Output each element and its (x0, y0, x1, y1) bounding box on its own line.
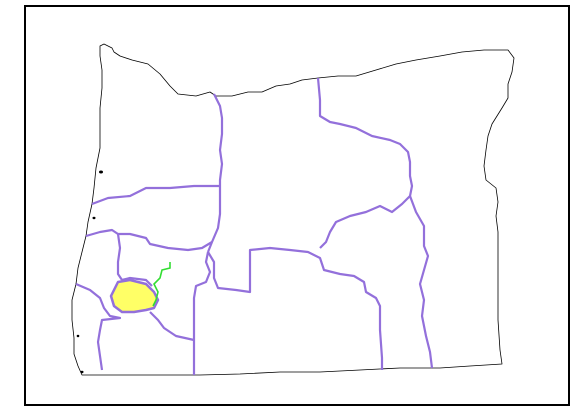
boundary-lane-east (192, 251, 212, 375)
boundary-coast-mid (91, 184, 220, 206)
boundary-central-east (316, 77, 414, 197)
boundary-jackson (149, 311, 195, 342)
boundary-south-mid (207, 246, 384, 370)
map-frame (24, 5, 570, 406)
state-outline (71, 43, 515, 376)
boundary-coast-south (85, 228, 213, 252)
boundary-southwest (75, 282, 122, 371)
coastal-islands (76, 170, 103, 374)
boundary-east-mid (319, 195, 411, 249)
boundary-highlight-top (121, 276, 153, 287)
highlighted-boundary (152, 262, 171, 307)
district-boundaries (75, 77, 434, 375)
boundary-douglas (116, 233, 123, 281)
boundary-east-south (408, 195, 434, 369)
boundary-west-north (206, 93, 224, 253)
highlighted-district[interactable] (109, 278, 160, 314)
